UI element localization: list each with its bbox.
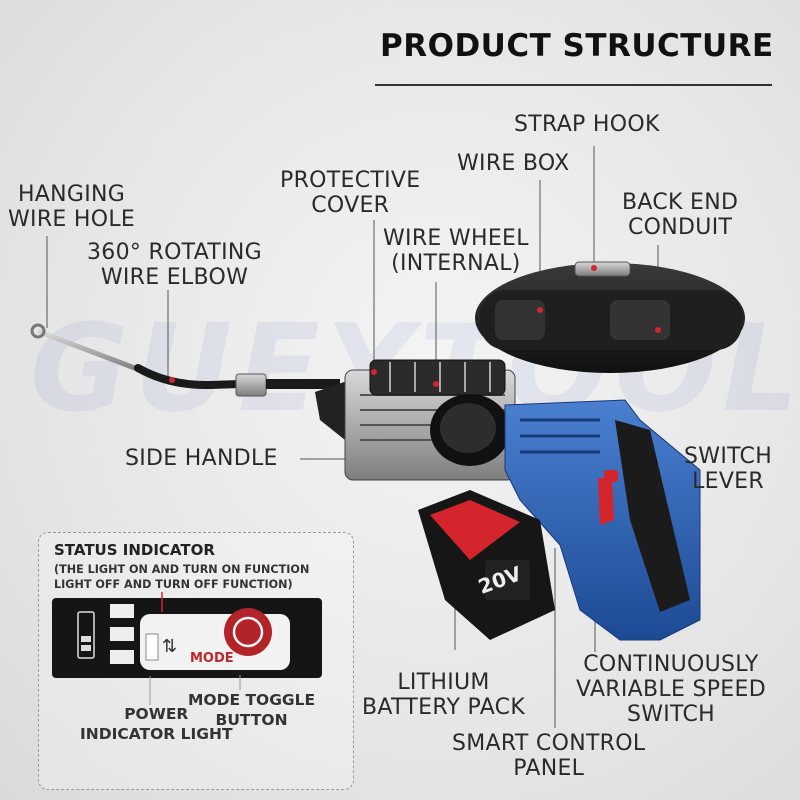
mode-label: MODE: [190, 651, 234, 666]
protective-cover: [369, 359, 506, 396]
power-light: [145, 633, 159, 661]
battery-level-icon: [77, 611, 95, 659]
trigger: [598, 478, 614, 525]
refresh-icon: [232, 616, 264, 648]
label-wire-wheel: WIRE WHEEL(INTERNAL): [383, 226, 529, 276]
elbow-marker: [169, 377, 175, 383]
inset-title: STATUS INDICATOR: [54, 541, 215, 559]
indicator-light-3: [110, 650, 134, 664]
title-underline: [375, 84, 772, 86]
label-strap-hook: STRAP HOOK: [514, 112, 660, 137]
page-title: PRODUCT STRUCTURE: [380, 28, 774, 64]
indicator-light-1: [110, 604, 134, 618]
wire-hole-ring: [30, 323, 46, 339]
mode-toggle-button: [224, 608, 272, 656]
strap-hook: [574, 261, 631, 277]
grip: [615, 420, 690, 612]
elbow-conduit: [134, 364, 244, 390]
label-side-handle: SIDE HANDLE: [125, 446, 278, 471]
wire-rod: [37, 329, 143, 373]
svg-text:⇅: ⇅: [162, 636, 177, 657]
leader-lines: [46, 146, 680, 728]
label-wire-box: WIRE BOX: [457, 151, 570, 176]
indicator-light-2: [110, 627, 134, 641]
